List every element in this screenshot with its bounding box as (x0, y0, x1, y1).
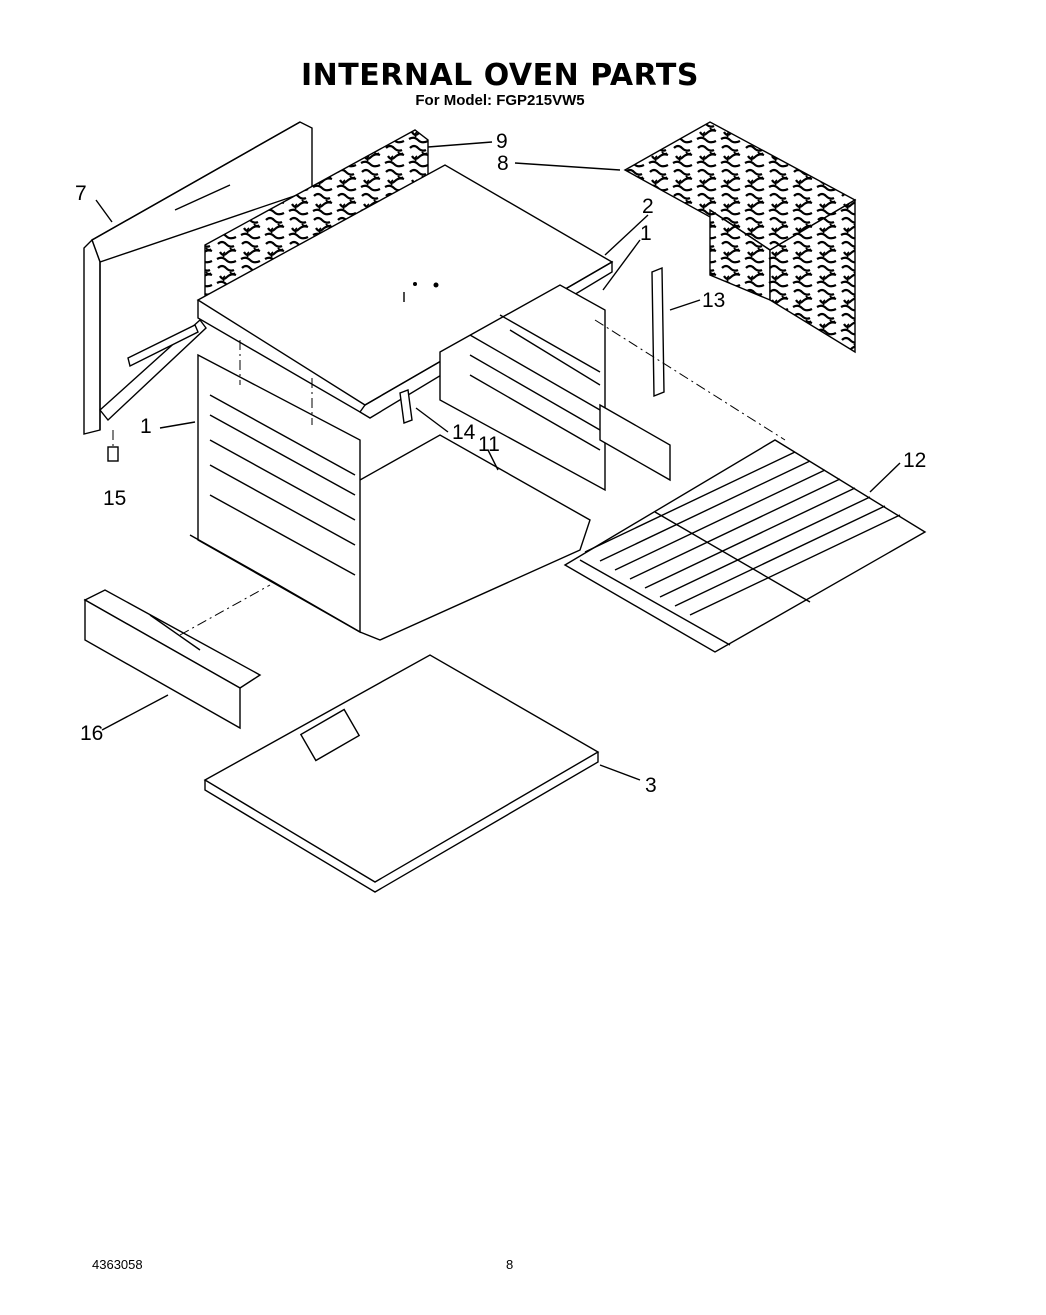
part-clip (107, 430, 119, 462)
leader-lines (95, 141, 901, 781)
part-side-insulation (623, 121, 857, 354)
callout-7: 7 (75, 182, 87, 205)
part-side-panel (83, 121, 313, 435)
page-title: INTERNAL OVEN PARTS (301, 58, 699, 93)
part-oven-rack (563, 319, 927, 653)
part-rack-support (651, 266, 665, 398)
callout-14: 14 (452, 421, 476, 444)
callout-16: 16 (80, 722, 103, 745)
callout-1-right: 1 (640, 222, 652, 245)
callout-13: 13 (702, 289, 725, 312)
document-number: 4363058 (92, 1257, 143, 1272)
callout-11: 11 (478, 433, 500, 456)
part-oven-bottom (203, 654, 600, 893)
part-bottom-liner (359, 434, 591, 641)
part-liner-rear (439, 284, 671, 492)
page-number: 8 (506, 1257, 514, 1272)
part-front-trim (83, 584, 271, 730)
callout-8: 8 (497, 152, 509, 175)
callout-9: 9 (496, 130, 508, 153)
model-subtitle: For Model: FGP215VW5 (415, 92, 585, 109)
callout-2: 2 (642, 195, 654, 218)
callout-3: 3 (645, 774, 657, 797)
callout-labels: 7 9 8 2 1 13 1 14 11 12 15 16 3 (75, 130, 926, 797)
callout-15: 15 (103, 487, 126, 510)
callout-1-left: 1 (140, 415, 152, 438)
part-bracket (399, 389, 413, 424)
callout-12: 12 (903, 449, 926, 472)
